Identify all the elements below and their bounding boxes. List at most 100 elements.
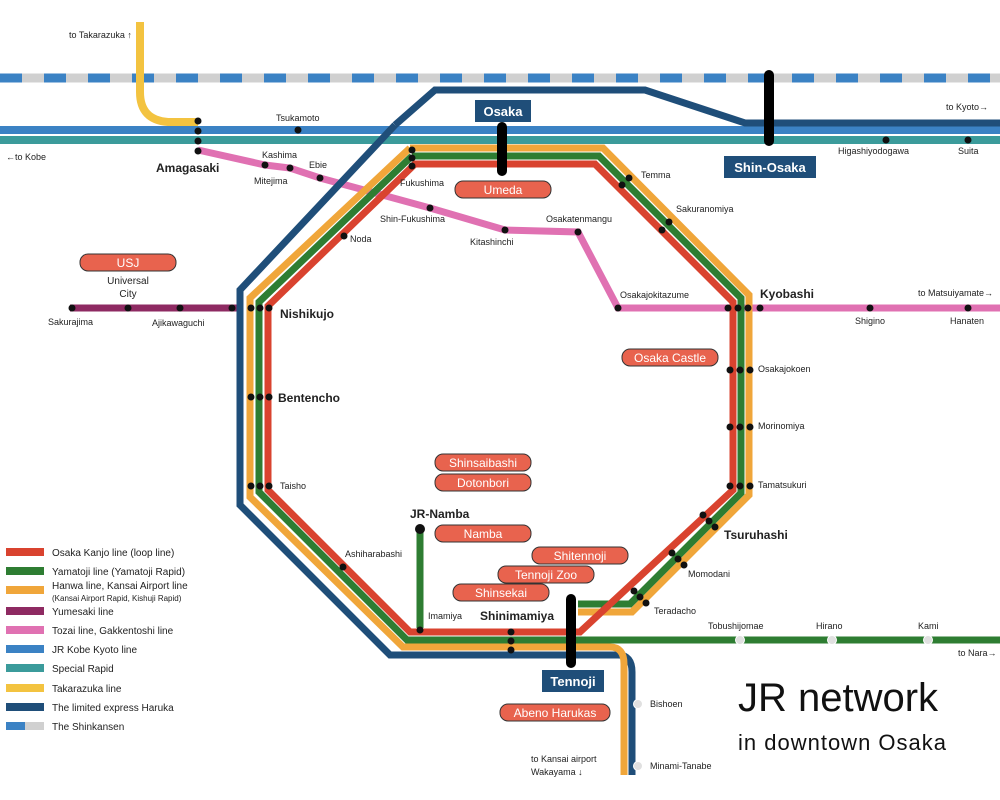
station-dot	[339, 563, 347, 571]
station-dot	[668, 549, 676, 557]
direction-labels: to Takarazuka ↑ ←to Kobe to Kyoto→ to Ma…	[6, 30, 997, 777]
station-dot	[658, 226, 666, 234]
station-hanaten: Hanaten	[950, 316, 984, 326]
spot-shinsaibashi[interactable]: Shinsaibashi	[434, 453, 532, 472]
station-dot	[882, 136, 890, 144]
osaka-hub-label[interactable]: Osaka	[475, 100, 531, 122]
station-dot	[674, 555, 682, 563]
svg-text:Special Rapid: Special Rapid	[52, 664, 114, 675]
station-dot	[194, 117, 202, 125]
station-dot	[964, 136, 972, 144]
station-tsuruhashi: Tsuruhashi	[724, 528, 788, 542]
station-tsukamoto: Tsukamoto	[276, 113, 320, 123]
map-subtitle: in downtown Osaka	[738, 730, 947, 755]
spot-osaka-castle[interactable]: Osaka Castle	[621, 348, 719, 367]
svg-text:(Kansai Airport Rapid, Kishuji: (Kansai Airport Rapid, Kishuji Rapid)	[52, 594, 182, 603]
station-dot	[636, 593, 644, 601]
station-imamiya: Imamiya	[428, 611, 462, 621]
station-dot	[247, 393, 255, 401]
station-dot	[699, 511, 707, 519]
legend-item: Osaka Kanjo line (loop line)	[6, 548, 174, 559]
station-hirano: Hirano	[816, 621, 843, 631]
yamatoji-line	[255, 152, 1000, 644]
station-suita: Suita	[958, 146, 979, 156]
spot-namba[interactable]: Namba	[434, 524, 532, 543]
direction-wakayama: Wakayama ↓	[531, 767, 583, 777]
station-shigino: Shigino	[855, 316, 885, 326]
direction-kobe: ←to Kobe	[6, 152, 46, 162]
spot-shinsekai[interactable]: Shinsekai	[452, 583, 550, 602]
spot-tennoji-zoo[interactable]: Tennoji Zoo	[497, 565, 595, 584]
svg-text:Osaka Kanjo line (loop line): Osaka Kanjo line (loop line)	[52, 548, 174, 559]
station-dot	[734, 304, 742, 312]
svg-text:The Shinkansen: The Shinkansen	[52, 722, 124, 733]
spot-dotonbori[interactable]: Dotonbori	[434, 473, 532, 492]
station-dot	[735, 635, 745, 645]
station-dot	[68, 304, 76, 312]
direction-takarazuka: to Takarazuka ↑	[69, 30, 132, 40]
legend-item: Hanwa line, Kansai Airport line(Kansai A…	[6, 581, 188, 603]
legend-item: Takarazuka line	[6, 684, 122, 695]
svg-text:Yamatoji line (Yamatoji Rapid): Yamatoji line (Yamatoji Rapid)	[52, 567, 185, 578]
legend-item: JR Kobe Kyoto line	[6, 645, 137, 656]
station-dot	[261, 161, 269, 169]
shin-osaka-hub-label[interactable]: Shin-Osaka	[724, 156, 816, 178]
station-jr-namba: JR-Namba	[410, 507, 470, 521]
spot-usj[interactable]: USJ	[79, 253, 177, 272]
legend-item: Yumesaki line	[6, 607, 114, 618]
station-dot	[736, 482, 744, 490]
station-mitejima: Mitejima	[254, 176, 288, 186]
svg-text:Takarazuka line: Takarazuka line	[52, 684, 122, 695]
station-dot	[176, 304, 184, 312]
outer-station-dots	[633, 635, 933, 771]
station-dot	[746, 482, 754, 490]
spot-umeda[interactable]: Umeda	[454, 180, 552, 199]
station-dot	[194, 137, 202, 145]
station-ashiharabashi: Ashiharabashi	[345, 549, 402, 559]
svg-text:JR Kobe Kyoto line: JR Kobe Kyoto line	[52, 645, 137, 656]
svg-text:Tozai line, Gakkentoshi line: Tozai line, Gakkentoshi line	[52, 626, 174, 637]
svg-text:Shitennoji: Shitennoji	[554, 549, 607, 563]
station-dot	[507, 646, 515, 654]
tennoji-hub-label[interactable]: Tennoji	[542, 670, 604, 692]
station-dot	[265, 482, 273, 490]
station-kashima: Kashima	[262, 150, 297, 160]
station-dot	[316, 174, 324, 182]
station-tobushijomae: Tobushijomae	[708, 621, 764, 631]
station-dot	[256, 304, 264, 312]
svg-text:Osaka: Osaka	[483, 104, 523, 119]
station-momodani: Momodani	[688, 569, 730, 579]
legend-item: The Shinkansen	[6, 722, 124, 733]
svg-text:Tennoji: Tennoji	[550, 674, 595, 689]
svg-text:Tennoji Zoo: Tennoji Zoo	[515, 568, 577, 582]
station-dot	[416, 626, 424, 634]
station-dot	[633, 761, 643, 771]
station-kitashinchi: Kitashinchi	[470, 237, 514, 247]
takarazuka-line	[136, 22, 198, 126]
spot-shitennoji[interactable]: Shitennoji	[531, 546, 629, 565]
station-dot	[256, 482, 264, 490]
kanjo-loop-line	[264, 160, 737, 636]
station-universal-city-line1: Universal	[107, 276, 149, 287]
station-dot	[256, 393, 264, 401]
svg-text:Umeda: Umeda	[484, 183, 523, 197]
station-kyobashi: Kyobashi	[760, 287, 814, 301]
station-kami: Kami	[918, 621, 939, 631]
station-sakurajima: Sakurajima	[48, 317, 93, 327]
station-noda: Noda	[350, 234, 372, 244]
svg-text:Shinsekai: Shinsekai	[475, 586, 527, 600]
hanwa-line	[246, 144, 753, 775]
station-dot	[726, 423, 734, 431]
station-dot	[294, 126, 302, 134]
svg-text:Dotonbori: Dotonbori	[457, 476, 509, 490]
shin-osaka-hub-bar	[764, 70, 774, 146]
station-dot	[680, 561, 688, 569]
spot-abeno-harukas[interactable]: Abeno Harukas	[499, 703, 611, 722]
station-dot	[724, 304, 732, 312]
station-shin-fukushima: Shin-Fukushima	[380, 214, 445, 224]
station-amagasaki: Amagasaki	[156, 161, 219, 175]
station-dot	[736, 423, 744, 431]
station-nishikujo: Nishikujo	[280, 307, 334, 321]
station-dot	[286, 164, 294, 172]
station-dot	[964, 304, 972, 312]
